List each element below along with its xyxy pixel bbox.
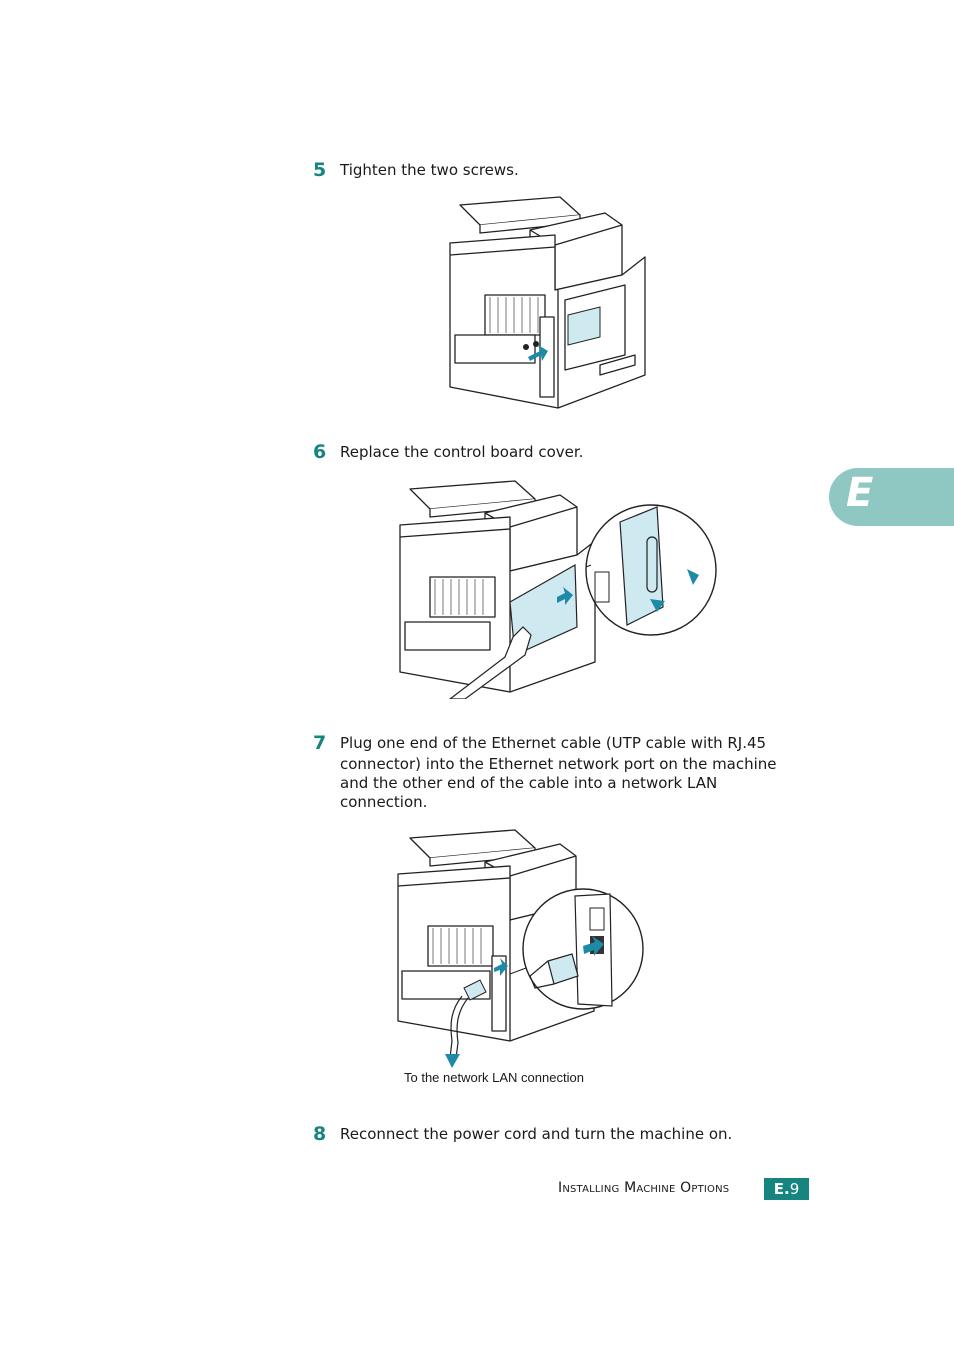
page-prefix: E. xyxy=(773,1180,790,1198)
step-text-7-line-3: and the other end of the cable into a ne… xyxy=(340,774,718,792)
chapter-tab-letter: E xyxy=(846,470,874,516)
step-number-5: 5 xyxy=(313,159,327,181)
figure-plug-ethernet xyxy=(397,829,644,1068)
step-number-6: 6 xyxy=(313,441,327,463)
figure-caption: To the network LAN connection xyxy=(404,1070,584,1085)
step-number-7: 7 xyxy=(313,732,327,754)
figure-replace-cover xyxy=(399,480,717,699)
step-text-8: Reconnect the power cord and turn the ma… xyxy=(340,1125,733,1143)
footer-section-title: Installing Machine Options xyxy=(558,1180,730,1196)
step-number-8: 8 xyxy=(313,1123,327,1145)
step-text-5: Tighten the two screws. xyxy=(340,161,519,179)
step-text-7-line-1: Plug one end of the Ethernet cable (UTP … xyxy=(340,734,767,752)
step-text-6: Replace the control board cover. xyxy=(340,443,584,461)
step-text-7-line-2: connector) into the Ethernet network por… xyxy=(340,755,777,773)
page-number: 9 xyxy=(789,1180,800,1198)
page-number-badge: E.9 xyxy=(764,1178,809,1200)
step-text-7-line-4: connection. xyxy=(340,793,428,811)
chapter-tab xyxy=(829,468,954,526)
figure-tighten-screws xyxy=(449,196,646,409)
